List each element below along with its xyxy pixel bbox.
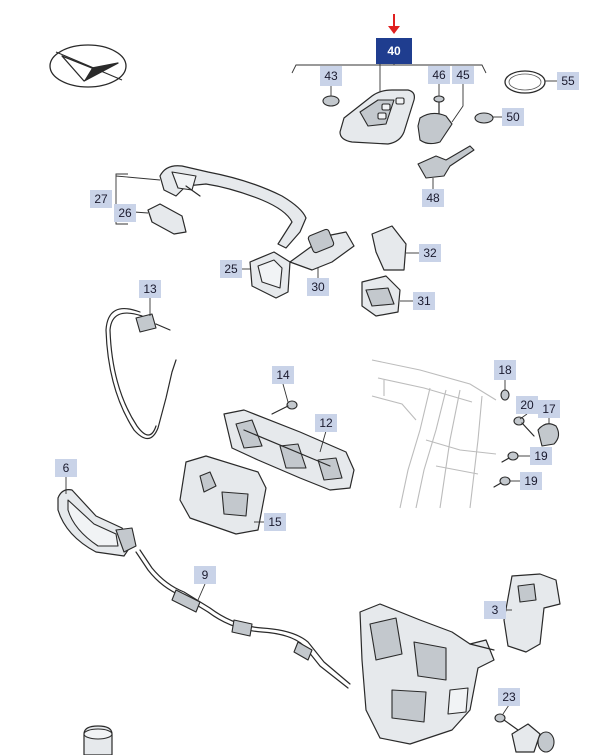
callout-26[interactable]: 26: [114, 204, 136, 222]
svg-text:13: 13: [143, 282, 157, 296]
screw-19-lower: [493, 476, 520, 488]
handle-carrier-12: [223, 409, 355, 491]
callout-27[interactable]: 27: [90, 190, 112, 208]
callout-25[interactable]: 25: [220, 260, 242, 278]
callout-18[interactable]: 18: [494, 360, 516, 380]
bolt-20: [513, 413, 535, 437]
svg-text:20: 20: [520, 398, 534, 412]
bolt-14: [271, 383, 298, 415]
svg-text:12: 12: [319, 416, 333, 430]
svg-text:25: 25: [224, 262, 238, 276]
callout-32[interactable]: 32: [419, 244, 441, 262]
callout-19-lower[interactable]: 19: [520, 472, 542, 490]
svg-text:17: 17: [542, 402, 556, 416]
navigation-arrow-icon: [49, 44, 127, 88]
interior-handle-6: [57, 477, 137, 557]
key-fob: [339, 60, 415, 145]
svg-text:40: 40: [387, 44, 401, 58]
callout-45[interactable]: 45: [452, 66, 474, 84]
callout-55[interactable]: 55: [557, 72, 579, 90]
callout-48[interactable]: 48: [422, 189, 444, 207]
bracket-15: [179, 455, 267, 535]
emergency-key-48: [417, 145, 475, 189]
svg-text:18: 18: [498, 363, 512, 377]
svg-text:19: 19: [524, 474, 538, 488]
emblem-43: [322, 86, 340, 107]
callout-30[interactable]: 30: [307, 278, 329, 296]
handle-bezel-26: [133, 203, 187, 235]
callout-43[interactable]: 43: [320, 66, 342, 86]
callout-12[interactable]: 12: [315, 414, 337, 432]
svg-text:43: 43: [324, 69, 338, 83]
door-lock-assembly: [359, 603, 495, 745]
cap-31: [361, 275, 414, 317]
svg-text:15: 15: [268, 515, 282, 529]
ring-55: [504, 70, 558, 94]
grommet-18: [500, 379, 510, 401]
svg-text:26: 26: [118, 206, 132, 220]
callout-3[interactable]: 3: [484, 601, 506, 619]
callout-20[interactable]: 20: [516, 396, 538, 414]
svg-text:23: 23: [502, 690, 516, 704]
callout-15[interactable]: 15: [264, 513, 286, 531]
seal-25: [241, 251, 291, 299]
svg-text:45: 45: [456, 68, 470, 82]
callout-14[interactable]: 14: [272, 366, 294, 384]
svg-text:27: 27: [94, 192, 108, 206]
pad-50: [474, 112, 503, 124]
callout-31[interactable]: 31: [413, 292, 435, 310]
cover-45: [417, 83, 464, 145]
svg-text:3: 3: [492, 603, 499, 617]
bolt-23: [494, 704, 555, 753]
exterior-door-handle: [115, 165, 307, 249]
callout-9[interactable]: 9: [194, 566, 216, 584]
callout-46[interactable]: 46: [428, 66, 450, 84]
callout-17[interactable]: 17: [538, 400, 560, 418]
door-frame: [371, 359, 497, 509]
cap-17: [537, 418, 560, 447]
svg-text:55: 55: [561, 74, 575, 88]
callout-23[interactable]: 23: [498, 688, 520, 706]
svg-text:19: 19: [534, 449, 548, 463]
svg-text:6: 6: [63, 461, 70, 475]
callout-19-upper[interactable]: 19: [530, 447, 552, 465]
highlight-arrow-icon: [388, 14, 400, 34]
svg-text:32: 32: [423, 246, 437, 260]
bowden-cable-9: [135, 549, 351, 689]
callout-6[interactable]: 6: [55, 459, 77, 477]
svg-text:14: 14: [276, 368, 290, 382]
svg-text:50: 50: [506, 110, 520, 124]
svg-text:30: 30: [311, 280, 325, 294]
callout-13[interactable]: 13: [139, 280, 161, 298]
svg-text:9: 9: [202, 568, 209, 582]
end-cap-32: [371, 225, 420, 271]
svg-text:48: 48: [426, 191, 440, 205]
release-cable-13: [105, 296, 177, 440]
svg-text:31: 31: [417, 294, 431, 308]
svg-text:46: 46: [432, 68, 446, 82]
callout-50[interactable]: 50: [502, 108, 524, 126]
lock-cylinder-30: [281, 228, 355, 278]
bracket-3: [502, 573, 561, 653]
screw-46: [433, 83, 445, 115]
cylinder-part-bottom: [83, 725, 113, 755]
callout-main-40[interactable]: 40: [376, 38, 412, 64]
screw-19-upper: [501, 451, 530, 463]
